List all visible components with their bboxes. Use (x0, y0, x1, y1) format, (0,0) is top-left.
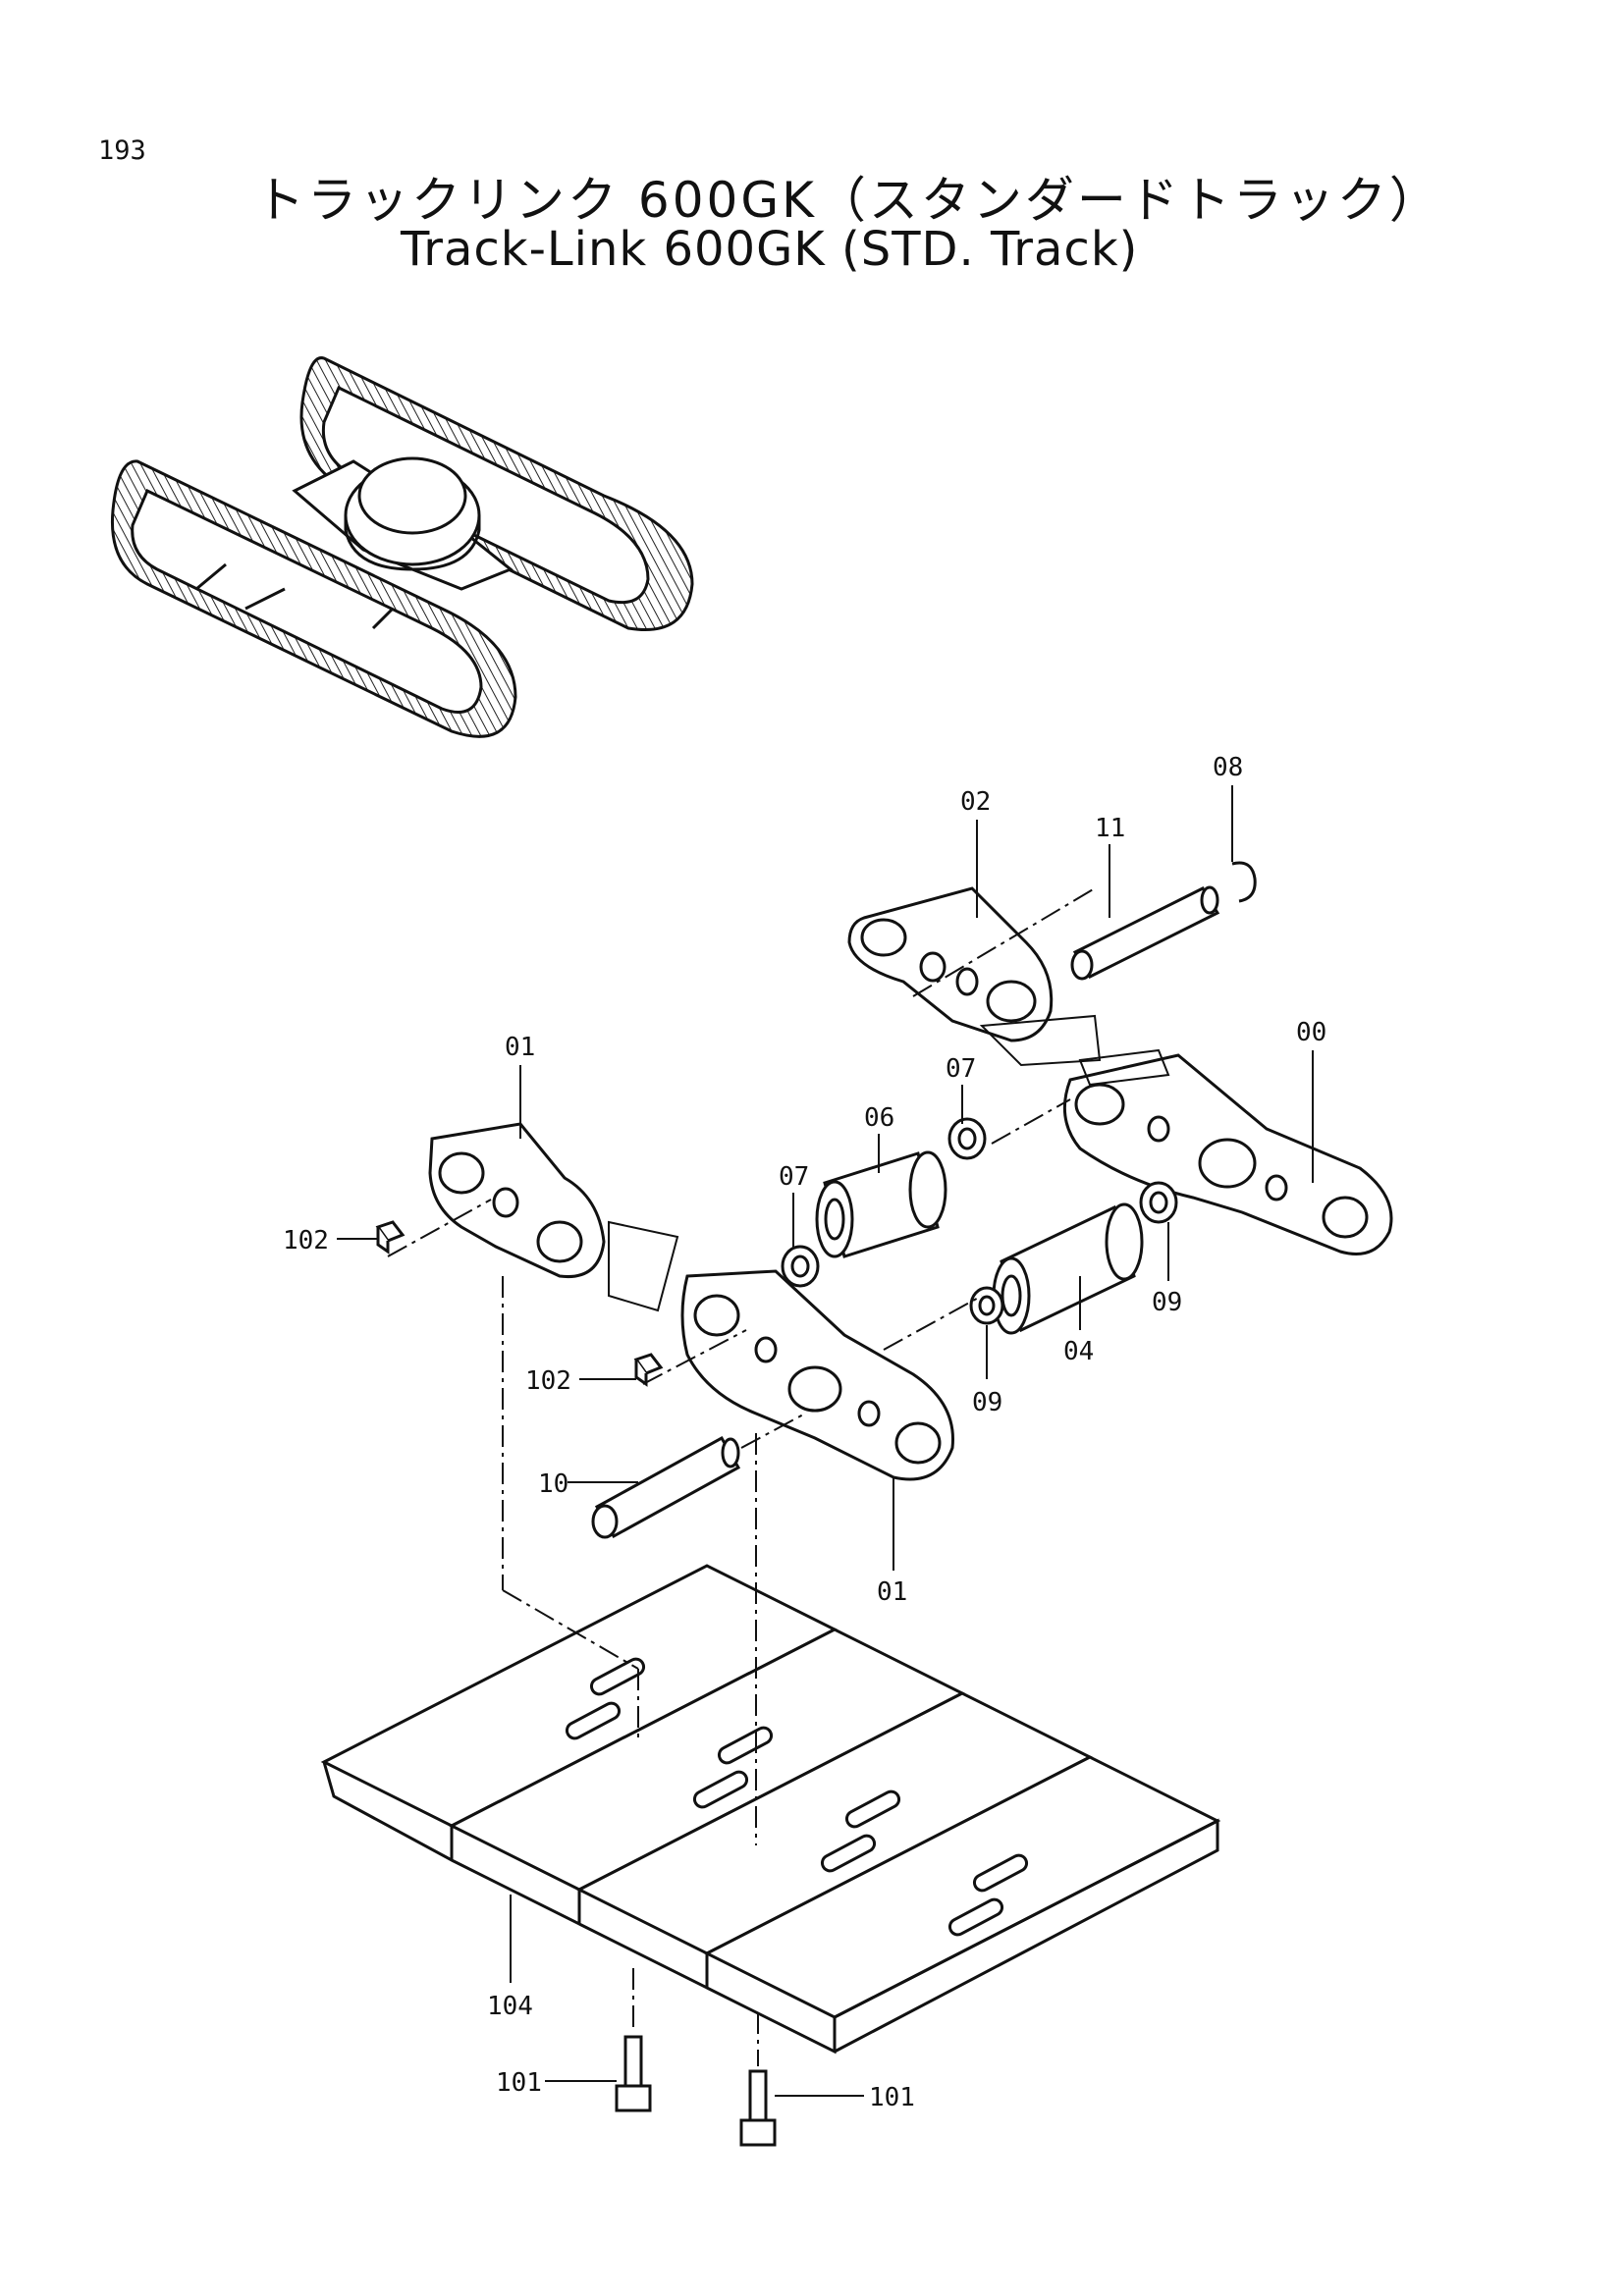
callout-101-right: 101 (869, 2083, 915, 2112)
assembly-centerlines (387, 887, 1096, 2066)
callout-102-top: 102 (283, 1226, 329, 1255)
link-00 (1062, 1053, 1393, 1255)
title-japanese: トラックリンク 600GK（スタンダードトラック） (255, 172, 1441, 229)
callout-01-top: 01 (505, 1033, 535, 1062)
callout-08: 08 (1213, 753, 1243, 782)
seal-07-left (781, 1245, 820, 1288)
callout-07-left: 07 (779, 1162, 809, 1192)
callout-06: 06 (864, 1103, 894, 1133)
callout-104: 104 (487, 1992, 533, 2021)
seal-plate-left (608, 1220, 679, 1312)
callout-11: 11 (1095, 814, 1125, 843)
pin-11 (1070, 885, 1220, 981)
leader-lines (337, 785, 1314, 2097)
bolt-101-left (615, 2035, 652, 2112)
track-shoes-104 (320, 1564, 1221, 2055)
callout-101-left: 101 (496, 2068, 542, 2098)
callout-00: 00 (1296, 1018, 1326, 1047)
callout-04: 04 (1063, 1337, 1094, 1366)
callout-labels: 08 02 11 01 00 07 06 07 102 09 04 102 09… (283, 753, 1326, 2112)
link-01-upper (428, 1122, 606, 1279)
callout-09-right: 09 (1152, 1288, 1182, 1317)
callout-10: 10 (538, 1469, 568, 1499)
nut-102-top (375, 1220, 406, 1255)
master-link-02 (847, 886, 1054, 1042)
seal-07-right (947, 1117, 987, 1160)
nut-102-mid (633, 1353, 664, 1387)
seal-09-right (1139, 1181, 1178, 1224)
callout-102-mid: 102 (525, 1366, 571, 1396)
snap-ring-08 (1231, 861, 1257, 903)
callout-09-mid: 09 (972, 1388, 1002, 1417)
bolt-101-right (739, 2069, 777, 2147)
callout-02: 02 (960, 787, 991, 817)
seal-plate-right (1078, 1048, 1170, 1087)
undercarriage-illustration (110, 356, 694, 738)
page-number: 193 (98, 135, 146, 166)
bushing-06 (815, 1150, 947, 1258)
seal-09-mid (969, 1286, 1004, 1325)
pin-10 (591, 1435, 741, 1539)
seal-plate-upper (979, 1014, 1102, 1067)
callout-01-bottom: 01 (877, 1577, 907, 1607)
bushing-04 (992, 1202, 1144, 1335)
title-english: Track-Link 600GK (STD. Track) (401, 222, 1139, 277)
callout-07-right: 07 (946, 1054, 976, 1084)
